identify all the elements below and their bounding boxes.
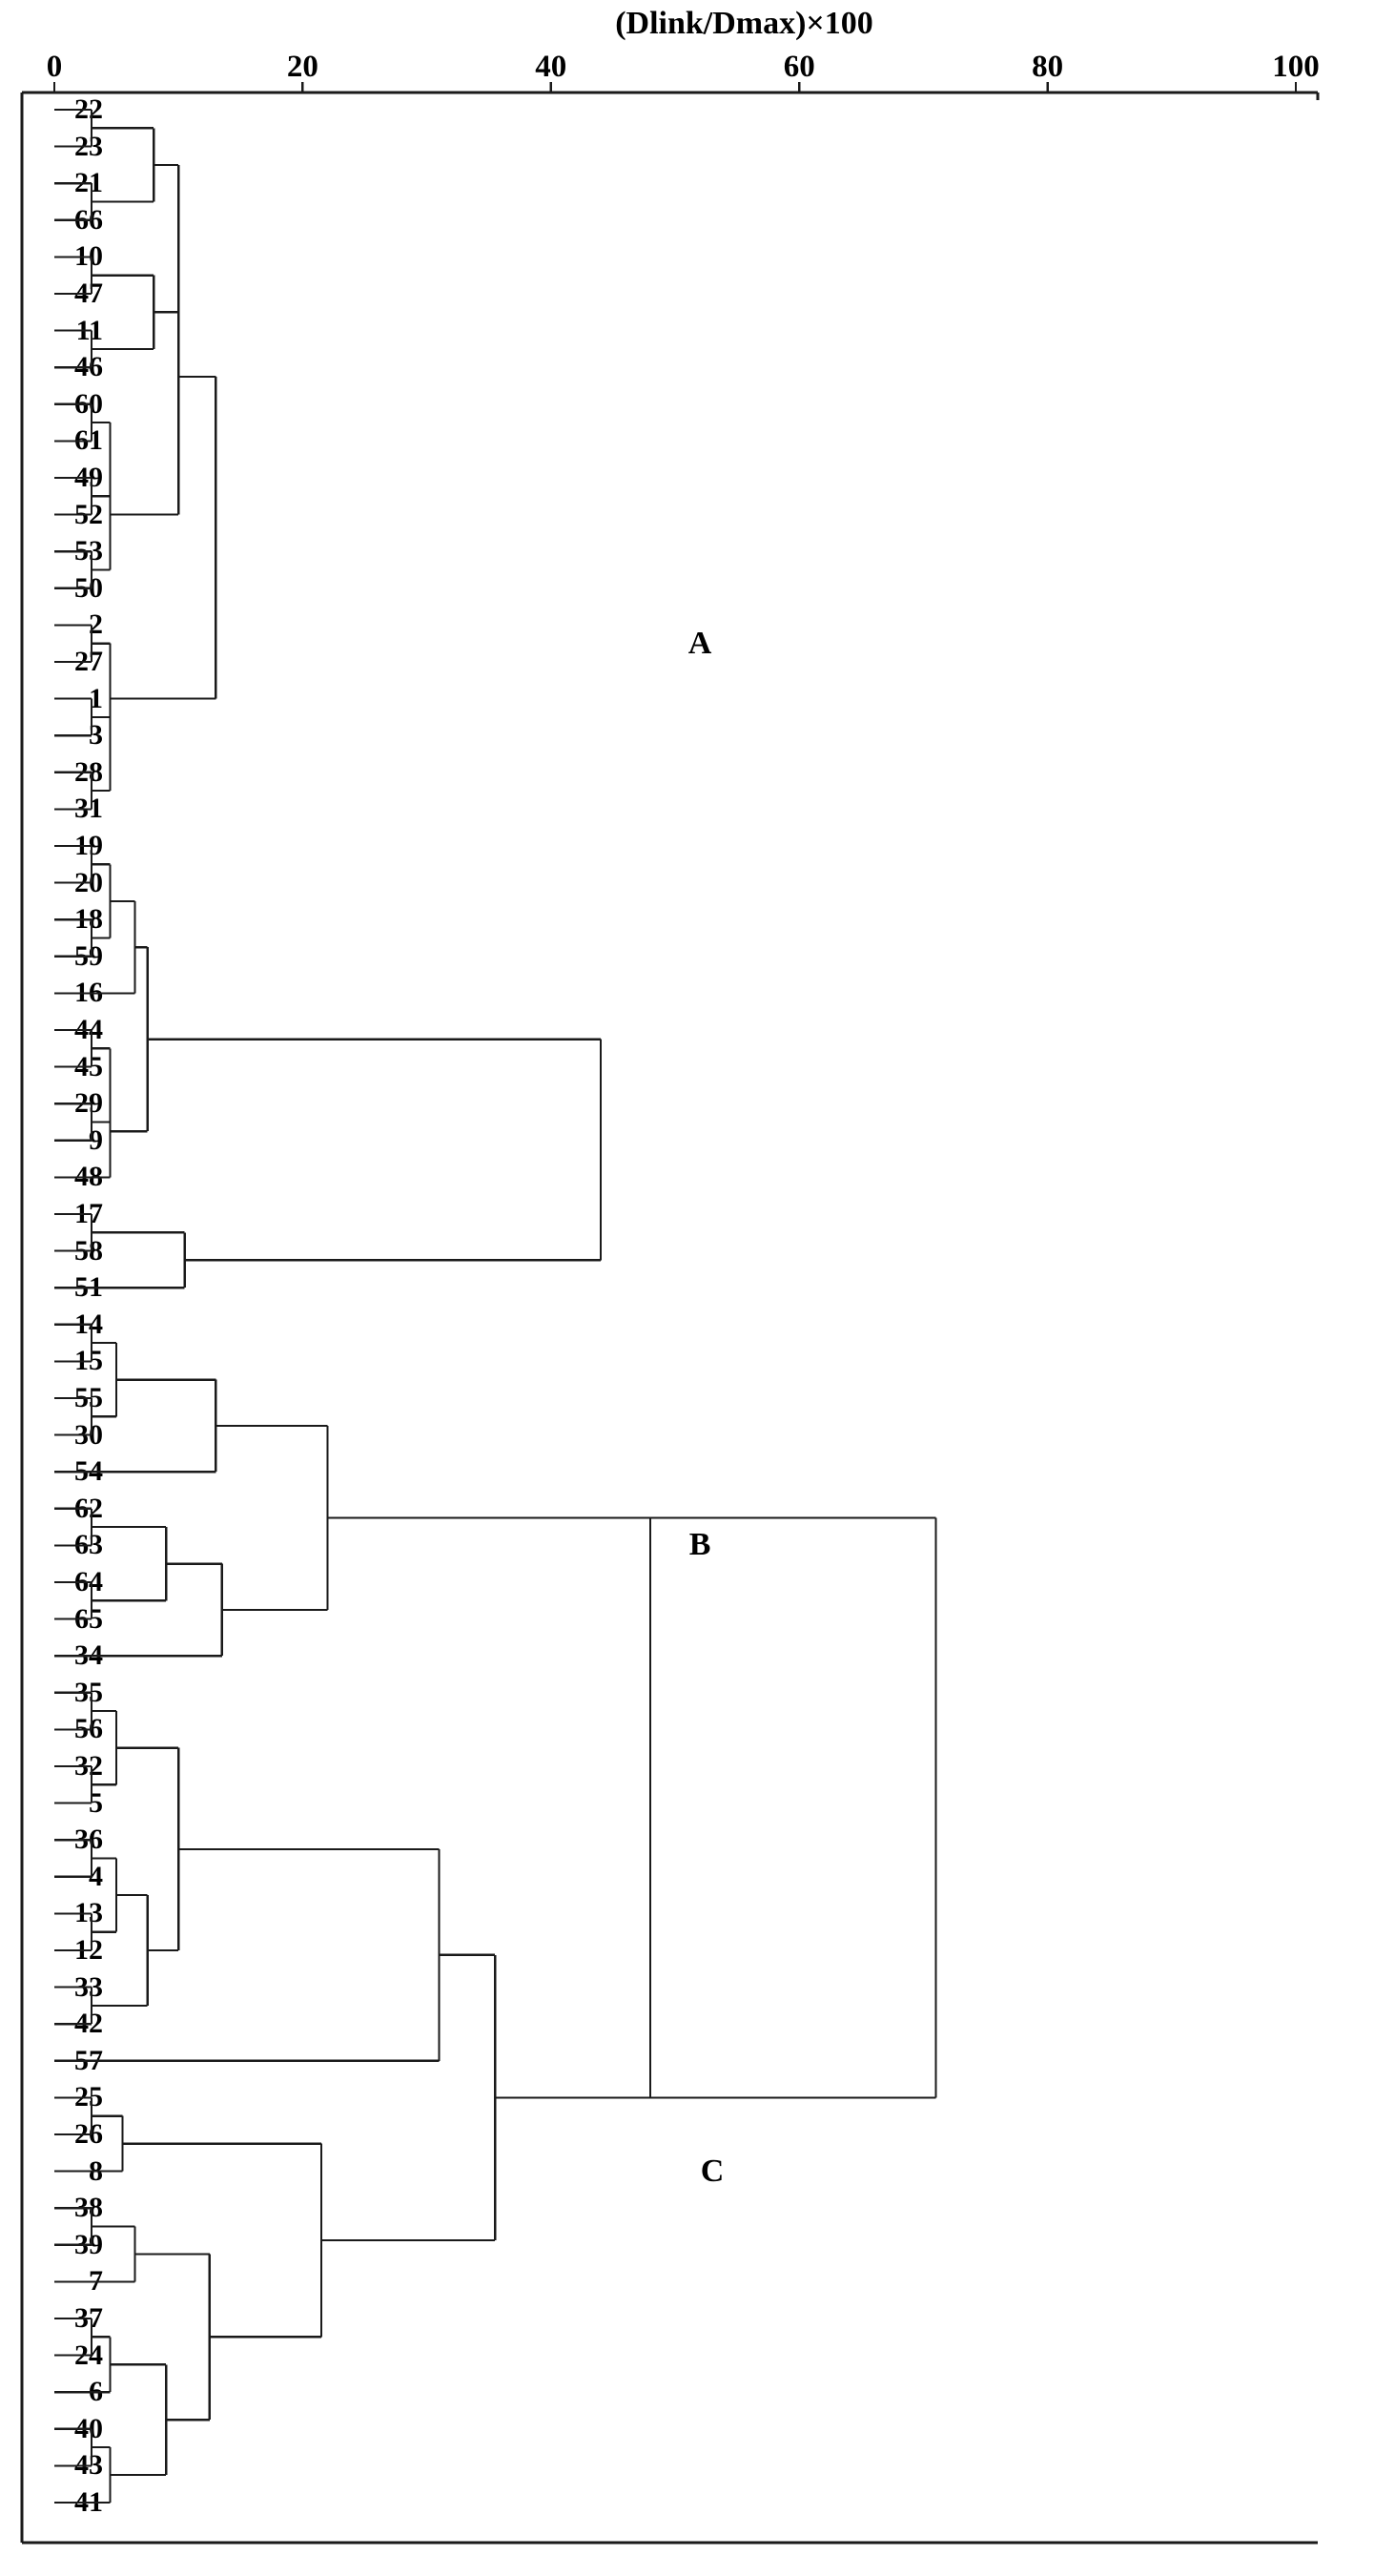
x-axis-tick-label: 0 (46, 50, 63, 84)
cluster-label-b: B (688, 1527, 711, 1563)
x-axis-tick-label: 60 (783, 50, 815, 84)
x-axis-tick-label: 100 (1272, 50, 1320, 84)
x-axis-tick-label: 20 (286, 50, 318, 84)
cluster-label-c: C (700, 2153, 725, 2189)
x-axis-tick-label: 80 (1032, 50, 1064, 84)
x-axis-tick-label: 40 (535, 50, 567, 84)
cluster-label-a: A (687, 625, 712, 661)
x-axis-tick-labels: 0 20 40 60 80 100 (0, 50, 1374, 92)
axis-group (20, 82, 1320, 2545)
dendrogram-tree (54, 108, 937, 2504)
chart-title: (Dlink/Dmax)×100 (615, 6, 873, 41)
